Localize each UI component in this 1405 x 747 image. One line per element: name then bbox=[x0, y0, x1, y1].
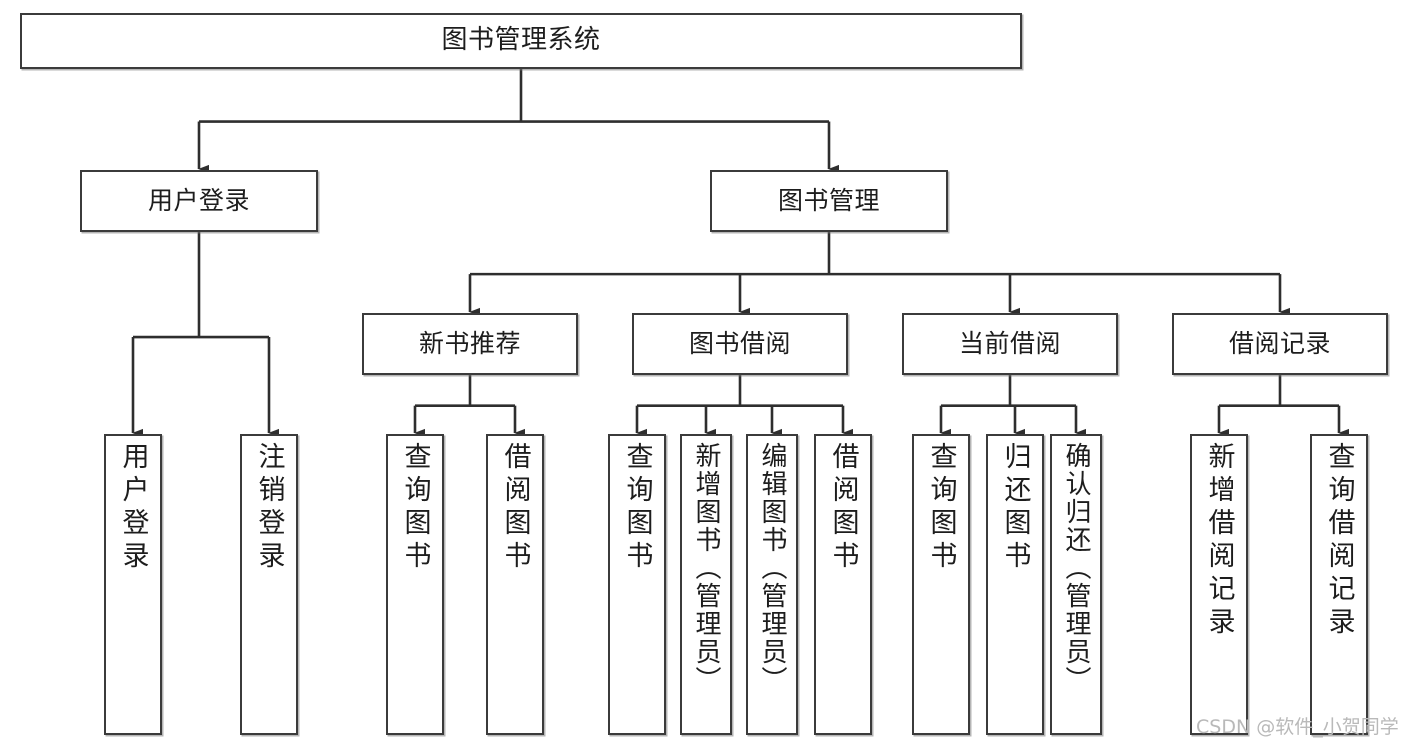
node-book-manage[interactable]: 图书管理 bbox=[710, 170, 948, 232]
node-label: 新增图书（管理员） bbox=[691, 442, 721, 694]
node-label: 当前借阅 bbox=[958, 328, 1061, 358]
node-label: 图书借阅 bbox=[688, 328, 791, 358]
node-leaf-add-record[interactable]: 新增借阅记录 bbox=[1190, 434, 1248, 735]
node-label: 查询借阅记录 bbox=[1323, 442, 1355, 640]
node-label: 确认归还（管理员） bbox=[1061, 442, 1091, 694]
node-label: 借阅图书 bbox=[499, 442, 531, 574]
node-label: 查询图书 bbox=[925, 442, 957, 574]
node-leaf-confirm-return[interactable]: 确认归还（管理员） bbox=[1050, 434, 1102, 735]
node-book-borrow[interactable]: 图书借阅 bbox=[632, 313, 848, 375]
node-root[interactable]: 图书管理系统 bbox=[20, 13, 1022, 69]
node-leaf-query-book-2[interactable]: 查询图书 bbox=[608, 434, 666, 735]
node-label: 借阅图书 bbox=[827, 442, 859, 574]
node-leaf-logout[interactable]: 注销登录 bbox=[240, 434, 298, 735]
node-label: 图书管理系统 bbox=[441, 25, 601, 56]
node-leaf-add-book[interactable]: 新增图书（管理员） bbox=[680, 434, 732, 735]
node-label: 注销登录 bbox=[253, 442, 285, 574]
node-label: 新书推荐 bbox=[418, 328, 521, 358]
node-leaf-borrow-book-1[interactable]: 借阅图书 bbox=[486, 434, 544, 735]
node-label: 归还图书 bbox=[999, 442, 1031, 574]
node-leaf-edit-book[interactable]: 编辑图书（管理员） bbox=[746, 434, 798, 735]
node-label: 编辑图书（管理员） bbox=[757, 442, 787, 694]
node-leaf-borrow-book-2[interactable]: 借阅图书 bbox=[814, 434, 872, 735]
csdn-watermark: CSDN @软件_小贺同学 bbox=[1196, 716, 1399, 738]
node-label: 借阅记录 bbox=[1228, 328, 1331, 358]
node-leaf-query-book-3[interactable]: 查询图书 bbox=[912, 434, 970, 735]
node-label: 用户登录 bbox=[117, 442, 149, 574]
node-new-book-recommend[interactable]: 新书推荐 bbox=[362, 313, 578, 375]
node-leaf-query-book-1[interactable]: 查询图书 bbox=[386, 434, 444, 735]
node-borrow-record[interactable]: 借阅记录 bbox=[1172, 313, 1388, 375]
node-leaf-user-login[interactable]: 用户登录 bbox=[104, 434, 162, 735]
node-label: 用户登录 bbox=[147, 185, 250, 215]
node-label: 新增借阅记录 bbox=[1203, 442, 1235, 640]
node-leaf-query-record[interactable]: 查询借阅记录 bbox=[1310, 434, 1368, 735]
node-user-login[interactable]: 用户登录 bbox=[80, 170, 318, 232]
node-label: 查询图书 bbox=[621, 442, 653, 574]
node-label: 图书管理 bbox=[777, 185, 880, 215]
node-label: 查询图书 bbox=[399, 442, 431, 574]
node-leaf-return-book[interactable]: 归还图书 bbox=[986, 434, 1044, 735]
node-current-borrow[interactable]: 当前借阅 bbox=[902, 313, 1118, 375]
